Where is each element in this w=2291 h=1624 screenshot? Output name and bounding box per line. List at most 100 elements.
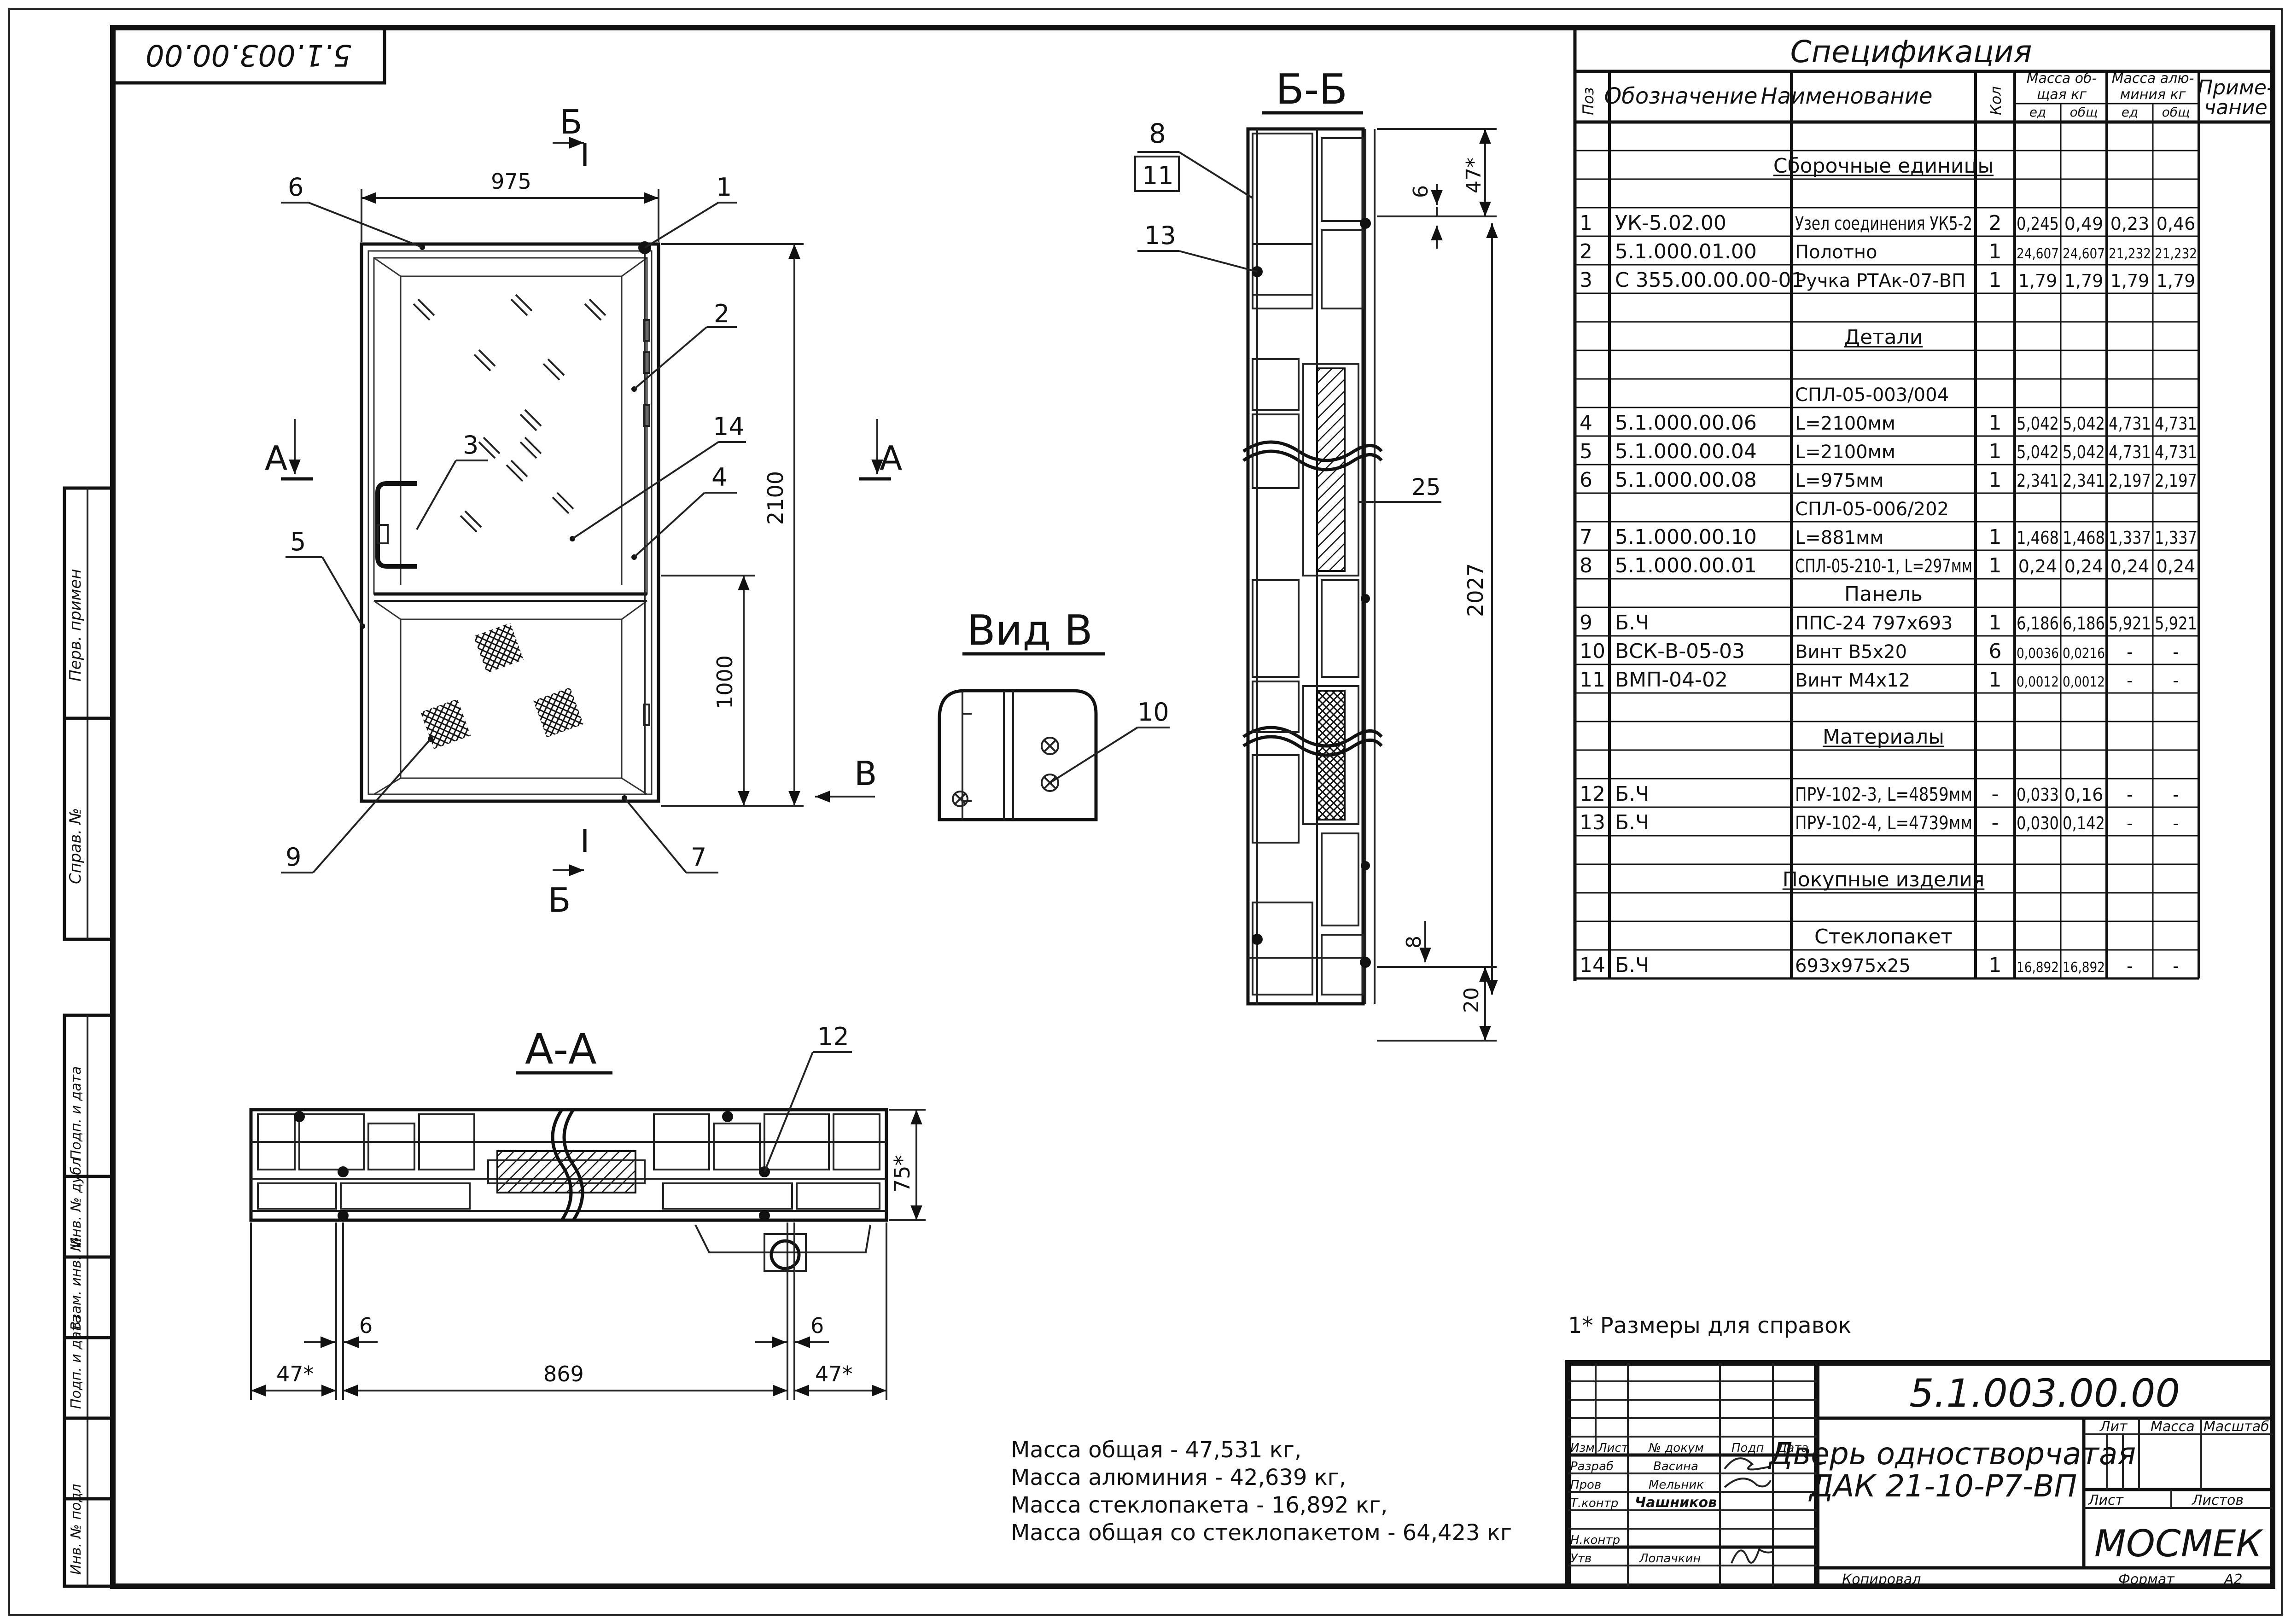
spec-cell-mass: 0,0012 <box>2063 674 2105 690</box>
spec-h-mass-total-a: Масса об- <box>2027 70 2097 87</box>
spec-cell-mass: 2,341 <box>2017 471 2059 491</box>
spec-cell-mass: 5,921 <box>2155 613 2197 634</box>
tb-massa: Масса <box>2151 1419 2195 1435</box>
spec-cell-naim: 693x975x25 <box>1795 955 1911 977</box>
spec-cell-mass: 1,468 <box>2017 528 2059 548</box>
spec-cell-mass: 4,731 <box>2155 442 2197 462</box>
tb-role-nkontr: Н.контр <box>1570 1533 1620 1547</box>
spec-cell-oboz: Б.Ч <box>1615 811 1649 834</box>
spec-h-mass-al-a: Масса алю- <box>2112 70 2194 87</box>
spec-cell-oboz: 5.1.000.01.00 <box>1615 240 1757 263</box>
spec-cell-oboz: 5.1.000.00.08 <box>1615 468 1757 492</box>
spec-cell-naim: Стеклопакет <box>1814 925 1953 949</box>
spec-cell-mass: 16,892 <box>2017 960 2059 976</box>
spec-cell-naim: СПЛ-05-003/004 <box>1795 384 1949 406</box>
spec-cell-mass: 0,245 <box>2017 214 2059 234</box>
spec-cell-naim: L=881мм <box>1795 527 1884 548</box>
spec-cell-naim: L=2100мм <box>1795 442 1895 463</box>
callout-14: 14 <box>713 412 745 441</box>
spec-cell-poz: 5 <box>1580 440 1592 463</box>
spec-cell-mass: 1,337 <box>2155 528 2197 548</box>
spec-cell-mass: - <box>2173 813 2179 833</box>
tb-col-data: Дата <box>1777 1441 1808 1455</box>
tb-format-label: Формат <box>2118 1572 2175 1588</box>
callout-12: 12 <box>817 1022 849 1051</box>
spec-cell-poz: 12 <box>1580 782 1605 806</box>
spec-cell-mass: 24,607 <box>2017 246 2059 262</box>
spec-cell-kol: - <box>1992 811 1999 834</box>
title-block: Изм Лист № докум Подп Дата Разраб Васина… <box>1565 1360 2275 1589</box>
dim-width: 975 <box>491 169 531 194</box>
spec-cell-poz: 8 <box>1580 554 1592 577</box>
spec-cell-poz: 14 <box>1580 954 1605 977</box>
callout-25: 25 <box>1411 474 1441 501</box>
spec-cell-mass: 24,607 <box>2063 246 2105 262</box>
section-aa: А-А <box>249 1022 926 1400</box>
spec-cell-naim: Полотно <box>1795 242 1877 263</box>
bb-dim-top: 47* <box>1462 157 1486 193</box>
spec-cell-mass: 5,042 <box>2017 413 2059 434</box>
title-name-2: ДАК 21-10-Р7-ВП <box>1808 1468 2077 1504</box>
spec-cell-mass: 5,042 <box>2063 442 2105 462</box>
spec-cell-oboz: ВСК-В-05-03 <box>1615 640 1745 663</box>
spec-cell-mass: 5,042 <box>2063 413 2105 434</box>
spec-cell-kol: 1 <box>1989 240 2002 263</box>
callout-6: 6 <box>288 173 303 202</box>
mass-line-2: Масса алюминия - 42,639 кг, <box>1011 1465 1346 1490</box>
spec-cell-mass: 5,921 <box>2109 613 2151 634</box>
spec-cell-poz: 11 <box>1580 668 1605 692</box>
aa-title: А-А <box>525 1025 597 1074</box>
spec-cell-kol: 1 <box>1989 611 2002 634</box>
bb-dim-height: 2027 <box>1463 563 1488 617</box>
tb-name-utv: Лопачкин <box>1639 1552 1701 1566</box>
spec-cell-naim: Винт В5x20 <box>1795 641 1907 663</box>
side-label-podp1: Подп. и дата <box>68 1066 84 1160</box>
mass-line-1: Масса общая - 47,531 кг, <box>1011 1437 1301 1463</box>
spec-cell-mass: 2,197 <box>2109 471 2151 491</box>
glass-marks <box>413 294 606 533</box>
callout-3: 3 <box>463 431 478 460</box>
spec-cell-mass: 0,24 <box>2110 556 2150 576</box>
view-b-title: Вид В <box>967 606 1093 655</box>
side-label-dubl: Инв. № дубл <box>68 1158 84 1248</box>
spec-cell-poz: 3 <box>1580 268 1592 292</box>
spec-h-mass-al-b: миния кг <box>2120 87 2186 103</box>
spec-cell-kol: 1 <box>1989 440 2002 463</box>
spec-cell-kol: 1 <box>1989 468 2002 492</box>
tb-role-tkontr: Т.контр <box>1570 1496 1618 1510</box>
callout-5: 5 <box>290 527 306 556</box>
spec-cell-mass: 0,030 <box>2017 813 2059 833</box>
tb-col-list: Лист <box>1597 1441 1629 1455</box>
callout-2: 2 <box>714 299 729 328</box>
spec-cell-oboz: 5.1.000.00.10 <box>1615 525 1757 549</box>
spec-cell-kol: - <box>1992 782 1999 806</box>
spec-cell-mass: 0,0036 <box>2017 646 2059 662</box>
spec-cell-oboz: Б.Ч <box>1615 954 1649 977</box>
mass-summary: Масса общая - 47,531 кг, Масса алюминия … <box>1011 1437 1512 1546</box>
callout-8: 8 <box>1149 118 1166 149</box>
reference-note: 1* Размеры для справок <box>1568 1313 1851 1339</box>
tb-masshtab: Масштаб <box>2204 1419 2269 1435</box>
dim-lower: 1000 <box>712 655 737 709</box>
spec-cell-mass: 1,79 <box>2064 271 2104 291</box>
spec-cell-mass: 1,337 <box>2109 528 2151 548</box>
spec-section-heading: Покупные изделия <box>1783 868 1985 891</box>
spec-h-ed-2: ед <box>2122 105 2139 120</box>
spec-cell-poz: 9 <box>1580 611 1592 634</box>
spec-cell-mass: 0,23 <box>2110 214 2150 234</box>
spec-cell-mass: 6,186 <box>2017 613 2059 634</box>
spec-cell-oboz: 5.1.000.00.04 <box>1615 440 1757 463</box>
front-view: 975 2100 1000 Б Б А А В 1 2 6 3 <box>265 103 902 920</box>
spec-section-heading: Детали <box>1844 326 1923 349</box>
spec-cell-naim: ПРУ-102-4, L=4739мм <box>1795 813 1972 834</box>
side-label-podl: Инв. № подл <box>68 1484 84 1575</box>
callout-9: 9 <box>286 843 301 872</box>
spec-section-heading: Материалы <box>1823 725 1944 749</box>
aa-dim-depth: 75* <box>890 1155 915 1193</box>
spec-cell-mass: 0,24 <box>2018 556 2058 576</box>
spec-h-prim-b: чание <box>2204 96 2267 119</box>
spec-cell-mass: 2,341 <box>2063 471 2105 491</box>
callout-1: 1 <box>716 173 732 202</box>
spec-cell-mass: 21,232 <box>2109 246 2151 262</box>
side-label-podp2: Подп. и дата <box>68 1315 84 1409</box>
